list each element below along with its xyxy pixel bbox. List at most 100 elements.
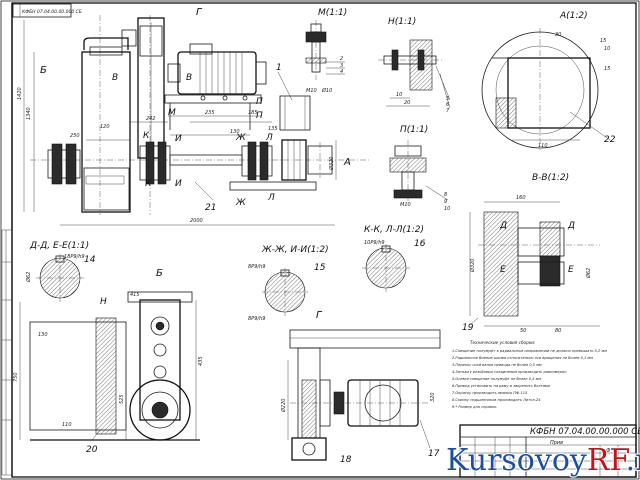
section-kk-dim-key: 10Р9/h9: [364, 240, 385, 246]
view-vv-dim-d62: Ø62: [585, 268, 592, 279]
view-m-label-3: 3: [340, 63, 343, 69]
section-kk: К-К, Л-Л(1:2) 10Р9/h9 16: [362, 225, 426, 292]
view-m-label-4: 4: [340, 69, 343, 75]
view-vv-label-19: 19: [462, 323, 474, 333]
view-g-dim-320: 320: [430, 392, 436, 402]
notes-line-4: 4.Затяжку резьбовых соединений производи…: [452, 370, 567, 374]
main-label-K2: К: [145, 179, 152, 189]
view-a-dim-30: 30: [555, 32, 561, 38]
notes-line-3: 3.Перекос осей валов привода не более 0,…: [452, 363, 542, 367]
notes-line-7: 7.Окраску производить эмалью ПФ-115: [452, 391, 528, 395]
view-m-dim-d10: Ø10: [321, 87, 332, 94]
main-label-K1: К: [143, 131, 150, 141]
view-b-label-N: Н: [100, 297, 107, 307]
main-label-L2: Л: [267, 193, 275, 203]
section-zh-dim-key1: 8Р9/h9: [248, 264, 265, 270]
view-vv-label-D1: Д: [499, 221, 507, 231]
view-g: Г Ø220 320 17 18: [280, 310, 441, 465]
main-label-V1: В: [112, 73, 118, 83]
view-a: А(1:2) 110 30 15 10 15 22: [481, 11, 616, 150]
main-dim-2000: 2000: [190, 218, 203, 224]
view-p-title: П(1:1): [400, 125, 428, 135]
view-b-title: Б: [156, 268, 163, 279]
section-dd: Д-Д, Е-Е(1:1) 18Р9/h9 Ø62 14: [25, 241, 96, 302]
section-zh-label-15: 15: [314, 263, 326, 273]
main-label-Zh1: Ж: [235, 133, 246, 143]
notes-title: Технические условия сборки:: [470, 340, 536, 345]
view-a-label-22: 22: [604, 135, 616, 145]
view-b-dim-525: 525: [119, 394, 125, 404]
main-label-V2: В: [186, 73, 192, 83]
notes-line-5: 5.Осевое смещение полумуфт не более 0,4 …: [452, 377, 541, 381]
view-p: П(1:1) 8 9 10 M10: [389, 125, 450, 212]
view-vv-dim-160: 160: [516, 195, 526, 201]
main-dim-1420: 1420: [17, 87, 23, 100]
view-vv-dim-d320: Ø320: [469, 259, 476, 273]
view-vv-title: В-В(1:2): [532, 173, 569, 183]
title-block-code: КФБН 07.04.00.00.000 СБ: [530, 427, 640, 437]
view-p-dim-m10: M10: [400, 202, 411, 208]
main-view: Г Б В В К К М И И Ж Ж П П Л Л А 1 21 250…: [17, 7, 370, 226]
view-n-label-6: 6: [446, 102, 449, 108]
rotated-stamp: КФБН 07.04.00.00.000 СБ: [12, 3, 82, 18]
view-p-label-9: 9: [444, 199, 447, 205]
watermark-part2: RF: [587, 443, 630, 478]
section-kk-label-16: 16: [414, 239, 426, 249]
notes-line-8: 8.Смазку подшипников производить Литол-2…: [452, 398, 541, 402]
view-p-label-10: 10: [444, 206, 450, 212]
main-label-L1: Л: [265, 133, 273, 143]
view-a-dim-15a: 15: [600, 38, 606, 44]
view-g-label-18: 18: [340, 455, 352, 465]
view-vv-dim-80: 80: [555, 328, 561, 334]
view-n-label-5: 5: [446, 96, 449, 102]
main-label-P1: П: [256, 97, 263, 107]
main-dim-d320: Ø320: [328, 157, 335, 171]
main-label-I2: И: [175, 179, 182, 189]
view-p-label-8: 8: [444, 192, 447, 198]
section-dd-dim-d62: Ø62: [25, 272, 32, 283]
view-vv-dim-50: 50: [520, 328, 526, 334]
section-dd-title: Д-Д, Е-Е(1:1): [29, 241, 89, 251]
view-g-label-17: 17: [428, 449, 440, 459]
technical-notes: Технические условия сборки: 1.Смещение п…: [452, 340, 607, 409]
main-label-A: А: [343, 157, 351, 168]
view-g-dim-d220: Ø220: [280, 399, 287, 413]
view-n-label-7: 7: [446, 108, 450, 114]
main-label-G: Г: [196, 7, 203, 18]
main-dim-185: 185: [248, 110, 258, 116]
view-n: Н(1:1) 5 6 7 10 20: [378, 17, 451, 114]
view-a-dim-15b: 15: [604, 66, 610, 72]
main-dim-242: 242: [146, 116, 156, 122]
notes-line-2: 2.Радиальное биение шкива относительно о…: [452, 356, 593, 360]
main-label-Zh2: Ж: [235, 198, 246, 208]
main-dim-130: 130: [230, 129, 240, 135]
view-a-title: А(1:2): [559, 11, 588, 21]
title-block-sheet: Прив: [550, 440, 563, 446]
view-a-dim-10: 10: [604, 46, 610, 52]
main-label-1: 1: [276, 63, 282, 73]
section-zh: Ж-Ж, И-И(1:2) 8Р9/h9 8Р9/h9 15: [248, 245, 329, 322]
view-n-dim-20: 20: [404, 100, 410, 106]
view-vv-label-E1: Е: [500, 265, 506, 275]
view-b: Б Н 20 435 750 525 415 130 110: [13, 268, 204, 455]
watermark: KursovoyRF.ru: [445, 442, 640, 479]
main-dim-120: 120: [100, 124, 110, 130]
view-a-dim-110: 110: [538, 143, 548, 149]
view-b-dim-435: 435: [198, 356, 204, 366]
main-dim-1340: 1340: [26, 107, 32, 120]
section-zh-dim-key2: 8Р9/h9: [248, 316, 265, 322]
watermark-part1: Kursovoy: [446, 443, 587, 478]
main-label-P2: П: [256, 111, 263, 121]
view-b-dim-415: 415: [130, 292, 140, 298]
section-kk-title: К-К, Л-Л(1:2): [364, 225, 424, 235]
view-m: М(1:1) 2 3 4 M10 Ø10: [305, 8, 347, 94]
section-zh-title: Ж-Ж, И-И(1:2): [261, 245, 329, 255]
view-m-title: М(1:1): [318, 8, 347, 18]
view-b-label-20: 20: [86, 445, 98, 455]
watermark-part3: .ru: [626, 443, 640, 478]
notes-line-1: 1.Смещение полумуфт в радиальном направл…: [452, 349, 607, 353]
view-n-dim-10: 10: [396, 92, 402, 98]
view-b-dim-110: 110: [62, 422, 72, 428]
